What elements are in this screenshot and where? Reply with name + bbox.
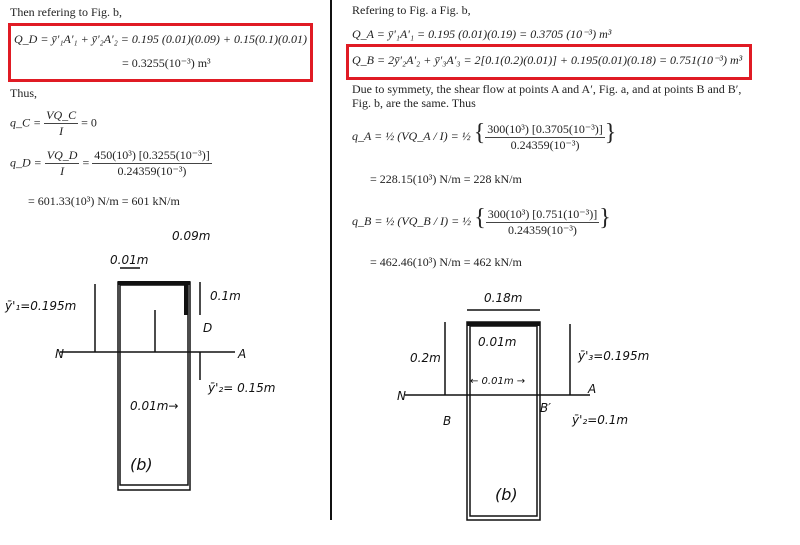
right-intro: Refering to Fig. a Fig. b, [352,3,471,17]
highlight-box-qb [346,44,752,80]
qa-equation: Q_A = ȳ'₁A'₁ = 0.195 (0.01)(0.19) = 0.37… [352,27,612,41]
right-y3-label: ȳ'₃=0.195m [577,349,649,363]
left-y2-label: ȳ'₂= 0.15m [207,381,276,395]
qd-num: VQ_D [44,148,80,164]
symmetry-text-2: Fig. b, are the same. Thus [352,96,476,110]
left-dim-001b: 0.01m→ [130,399,178,413]
right-caption: (b) [495,485,518,504]
right-cross-section [405,309,590,521]
right-label-b: B [443,414,451,428]
left-dim-01-label: 0.1m [210,289,241,303]
qb-den: 0.24359(10⁻³) [508,222,577,237]
left-y1-label: ȳ'₁=0.195m [4,299,76,313]
right-t2-dim: ← 0.01m → [470,376,525,387]
right-height-dim: 0.2m [410,351,441,365]
left-intro: Then refering to Fig. b, [10,5,122,19]
qb-num: 300(10³) [0.751(10⁻³)] [485,206,600,223]
right-top-dim: 0.18m [484,291,522,305]
highlight-box-qd [8,23,313,82]
qc-rhs: = 0 [81,115,97,130]
qc-num: VQ_C [44,108,79,124]
symmetry-text-1: Due to symmety, the shear flow at points… [352,82,742,96]
left-label-n: N [55,347,64,361]
column-divider [330,0,332,520]
left-caption: (b) [130,455,153,474]
left-cross-section [60,267,235,491]
qb-lhs: q_B = ½ (VQ_B / I) = ½ [352,214,472,228]
left-top-dim: 0.09m [172,229,210,243]
qa-flow-equation: q_A = ½ (VQ_A / I) = ½ {300(10³) [0.3705… [352,120,617,152]
qa-lhs: q_A = ½ (VQ_A / I) = ½ [352,129,471,143]
qa-num: 300(10³) [0.3705(10⁻³)] [485,121,605,138]
left-dim-001: 0.01m [110,253,148,267]
qb-flow-equation: q_B = ½ (VQ_B / I) = ½ {300(10³) [0.751(… [352,205,611,237]
thus-text: Thus, [10,86,37,100]
left-section-outline [117,281,191,491]
qd-equation-result: = 0.3255(10⁻³) m³ [122,56,211,70]
qb-result: = 462.46(10³) N/m = 462 kN/m [370,255,522,269]
right-label-a: A [587,382,596,396]
left-label-a: A [237,347,246,361]
qd-num2: 450(10³) [0.3255(10⁻³)] [92,148,212,164]
right-y2-label: ȳ'₂=0.1m [571,413,628,427]
right-t1-dim: 0.01m [478,335,516,349]
qd-den: I [60,164,65,178]
right-label-bprime: B′ [540,401,551,415]
qa-result: = 228.15(10³) N/m = 228 kN/m [370,172,522,186]
qc-den: I [59,124,64,138]
qa-den: 0.24359(10⁻³) [510,137,580,152]
qd-lhs: q_D = [10,155,42,170]
right-label-n: N [397,389,406,403]
qb-equation: Q_B = 2ȳ'₂A'₂ + ȳ'₃A'₃ = 2[0.1(0.2)(0.01… [352,53,743,67]
qd-equation: Q_D = ȳ'₁A'₁ + ȳ'₂A'₂ = 0.195 (0.01)(0.0… [14,32,307,46]
left-point-d: D [203,321,212,335]
qd-result: = 601.33(10³) N/m = 601 kN/m [28,194,180,208]
qc-lhs: q_C = [10,115,42,130]
qd-den2: 0.24359(10⁻³) [117,164,187,178]
